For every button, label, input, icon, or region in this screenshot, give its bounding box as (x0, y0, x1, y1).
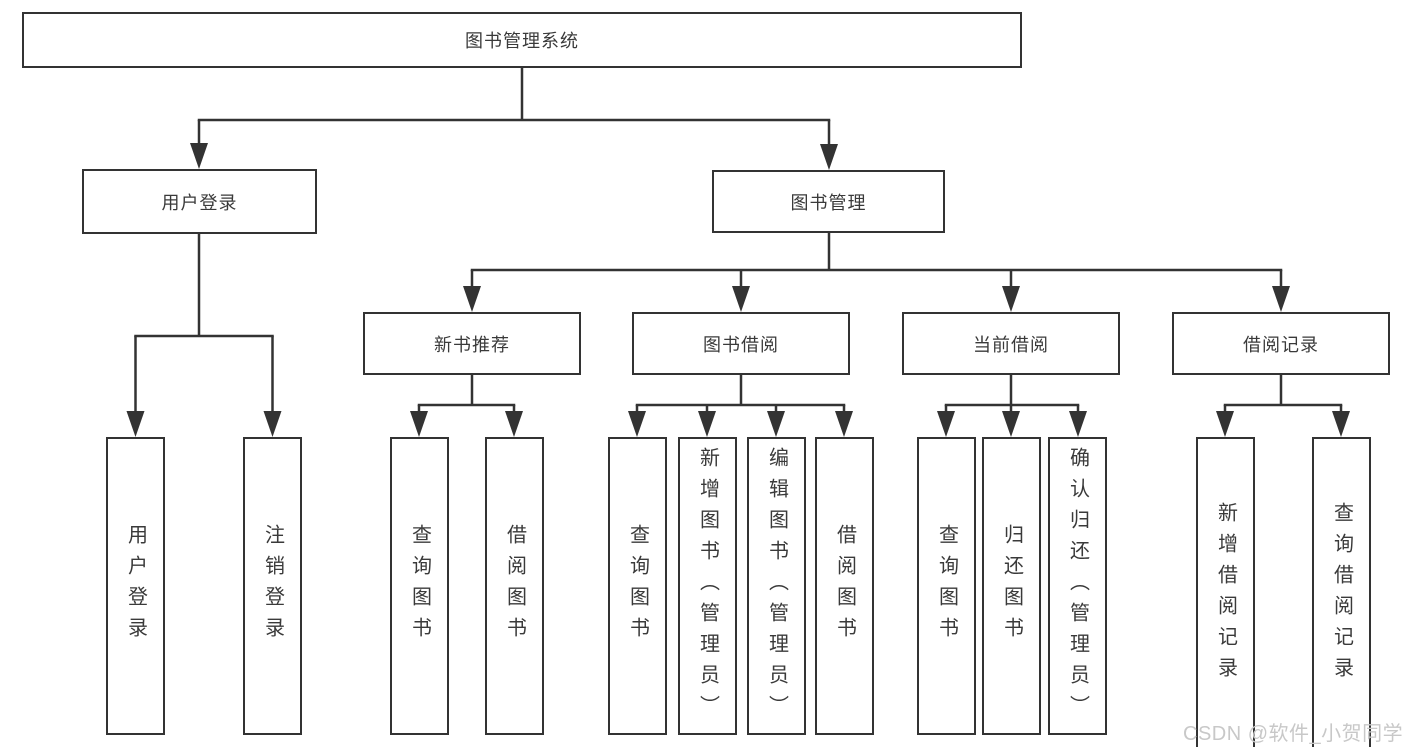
leaf-user-login-label: 用户登录 (124, 524, 147, 648)
leaf-newbooks-query-books: 查询图书 (390, 437, 449, 735)
node-root-system: 图书管理系统 (22, 12, 1022, 68)
arrowheads (126, 143, 1350, 437)
node-new-book-recommend-label: 新书推荐 (434, 334, 510, 355)
leaf-newbooks-query-books-label: 查询图书 (408, 524, 431, 648)
node-current-borrow-label: 当前借阅 (973, 334, 1049, 355)
leaf-records-query-record-label: 查询借阅记录 (1330, 501, 1353, 688)
leaf-records-query-record: 查询借阅记录 (1312, 437, 1371, 747)
node-current-borrow: 当前借阅 (902, 312, 1120, 375)
leaf-logout: 注销登录 (243, 437, 302, 735)
csdn-watermark: CSDN @软件_小贺同学 (1183, 723, 1404, 745)
leaf-borrow-query-books-label: 查询图书 (626, 524, 649, 648)
node-new-book-recommend: 新书推荐 (363, 312, 581, 375)
leaf-borrow-borrow-books: 借阅图书 (815, 437, 874, 735)
node-book-borrow-label: 图书借阅 (703, 334, 779, 355)
leaf-user-login: 用户登录 (106, 437, 165, 735)
node-user-login: 用户登录 (82, 169, 317, 234)
leaf-current-confirm-return-admin-label: 确认归还（管理员） (1066, 446, 1089, 726)
leaf-records-add-record-label: 新增借阅记录 (1214, 501, 1237, 688)
node-borrow-records: 借阅记录 (1172, 312, 1390, 375)
node-book-management: 图书管理 (712, 170, 945, 233)
leaf-newbooks-borrow-books-label: 借阅图书 (503, 524, 526, 648)
leaf-borrow-edit-books-admin: 编辑图书（管理员） (747, 437, 806, 735)
node-borrow-records-label: 借阅记录 (1243, 334, 1319, 355)
leaf-borrow-add-books-admin: 新增图书（管理员） (678, 437, 737, 735)
leaf-borrow-borrow-books-label: 借阅图书 (833, 524, 856, 648)
leaf-current-return-books-label: 归还图书 (1000, 524, 1023, 648)
leaf-borrow-edit-books-admin-label: 编辑图书（管理员） (765, 446, 788, 726)
leaf-current-query-books-label: 查询图书 (935, 524, 958, 648)
leaf-current-query-books: 查询图书 (917, 437, 976, 735)
leaf-current-confirm-return-admin: 确认归还（管理员） (1048, 437, 1107, 735)
leaf-borrow-add-books-admin-label: 新增图书（管理员） (696, 446, 719, 726)
leaf-borrow-query-books: 查询图书 (608, 437, 667, 735)
leaf-current-return-books: 归还图书 (982, 437, 1041, 735)
node-root-label: 图书管理系统 (465, 31, 579, 51)
leaf-newbooks-borrow-books: 借阅图书 (485, 437, 544, 735)
node-book-management-label: 图书管理 (790, 192, 867, 213)
leaf-records-add-record: 新增借阅记录 (1196, 437, 1255, 747)
node-user-login-label: 用户登录 (161, 192, 238, 213)
node-book-borrow: 图书借阅 (632, 312, 850, 375)
leaf-logout-label: 注销登录 (261, 524, 284, 648)
